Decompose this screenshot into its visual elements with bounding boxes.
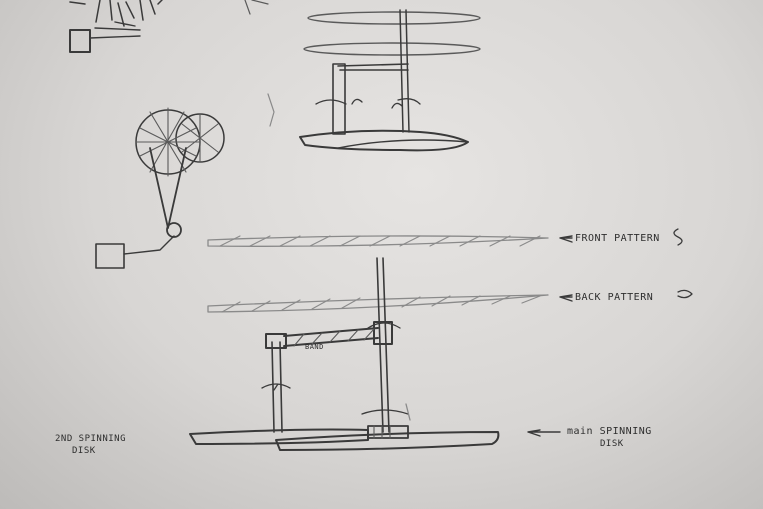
main-disk-arrow (528, 430, 560, 436)
main-disk-label-line1: main SPINNING (567, 426, 652, 437)
band-label: BAND (305, 343, 324, 351)
main-spinning-rig (190, 258, 498, 450)
second-disk-label-line2: DISK (72, 446, 96, 456)
top-platter-rig (268, 10, 480, 150)
back-pattern-label: BACK PATTERN (575, 292, 653, 303)
front-pattern-arrow (560, 236, 572, 242)
wheel-belt-motor (96, 108, 224, 268)
front-pattern-strip (208, 236, 548, 246)
front-pattern-label: FRONT PATTERN (575, 233, 660, 244)
front-pattern-rotation-icon (674, 229, 682, 245)
back-pattern-arrow (560, 295, 572, 301)
second-disk-label-line1: 2ND SPINNING (55, 434, 126, 444)
back-pattern-rotation-icon (678, 290, 692, 297)
main-disk-label-line2: DISK (600, 439, 624, 449)
top-left-scribble (70, 0, 268, 52)
